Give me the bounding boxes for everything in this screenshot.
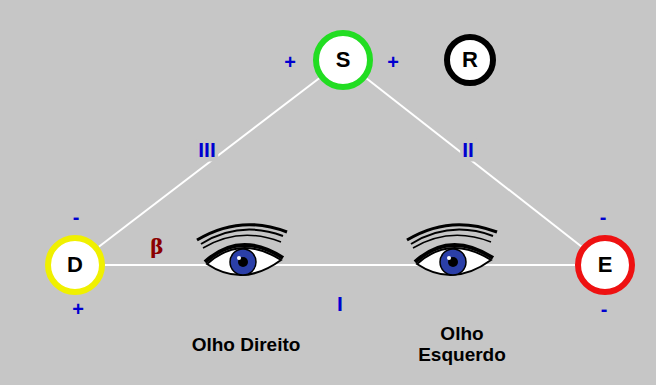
polarity-sign: + — [72, 298, 84, 320]
lead-number: I — [335, 292, 345, 315]
lead-line — [99, 78, 319, 247]
electrode-letter: E — [598, 254, 613, 276]
left-eye — [407, 225, 497, 275]
electrode-letter: S — [336, 49, 351, 71]
polarity-sign: - — [601, 298, 608, 320]
lead-number: III — [196, 138, 218, 161]
electrode-circle: D — [45, 235, 105, 295]
polarity-sign: + — [284, 51, 296, 73]
right-eye — [197, 225, 287, 275]
lead-line — [105, 264, 575, 266]
electrode-letter: D — [67, 254, 83, 276]
lead-line — [367, 78, 582, 246]
electrode-circle: R — [444, 34, 496, 86]
lead-number: II — [460, 138, 476, 161]
eye-caption: Olho Esquerdo — [407, 324, 517, 366]
polarity-sign: + — [387, 51, 399, 73]
polarity-sign: - — [600, 206, 607, 228]
polarity-sign: - — [73, 206, 80, 228]
electrode-circle: E — [575, 235, 635, 295]
electrode-letter: R — [462, 49, 478, 71]
eye-caption: Olho Direito — [191, 335, 301, 356]
angle-label: β — [150, 236, 163, 258]
electrode-circle: S — [313, 30, 373, 90]
